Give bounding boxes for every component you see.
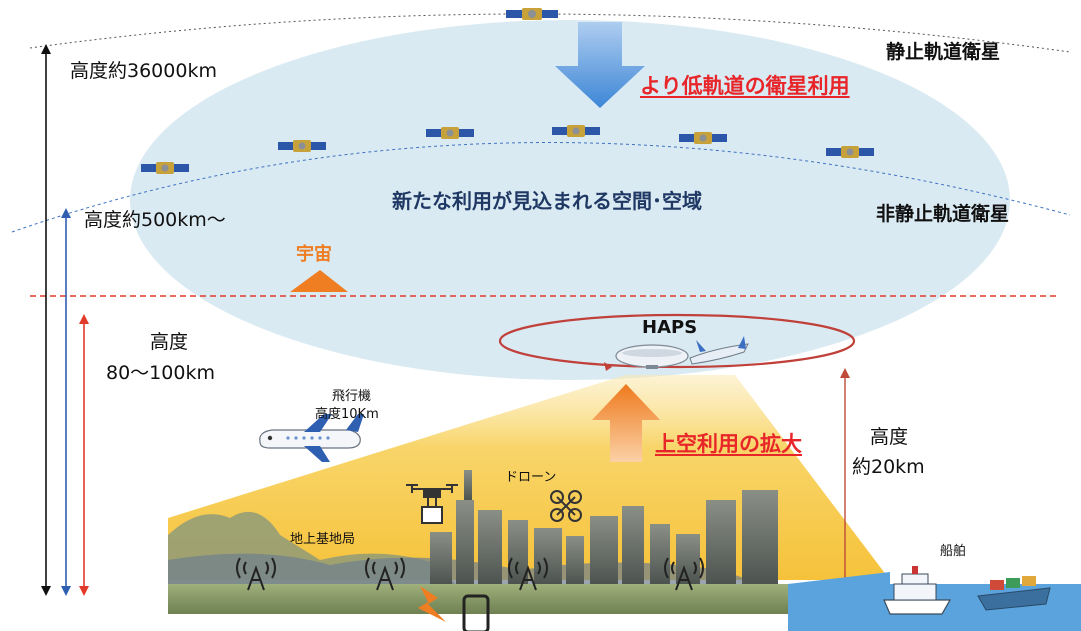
altitude-80-line1: 高度 <box>150 331 189 353</box>
smartphone-icon <box>462 594 490 631</box>
ship-label: 船舶 <box>940 544 967 559</box>
altitude-20-line1: 高度 <box>870 426 909 448</box>
leo-satellite-icon <box>278 140 326 152</box>
sea-edge <box>788 572 890 584</box>
geo-satellite-icon <box>506 8 558 20</box>
base-station-icon <box>236 557 276 591</box>
geo-satellite-label: 静止軌道衛星 <box>886 41 1001 63</box>
space-marker-triangle <box>290 270 348 292</box>
airspace-ellipse <box>130 20 1010 380</box>
new-space-label: 新たな利用が見込まれる空間･空域 <box>392 189 702 213</box>
blue-down-arrow <box>555 22 645 108</box>
non-geo-satellite-label: 非静止軌道衛星 <box>876 203 1010 225</box>
orange-up-arrow <box>592 384 660 462</box>
haps-airship-icon <box>615 344 689 369</box>
base-station-icon <box>664 557 704 591</box>
quad-drone-icon <box>550 490 582 522</box>
ferry-ship-icon <box>883 566 952 615</box>
haps-orbit-ellipse <box>498 313 856 369</box>
drone-label: ドローン <box>505 470 557 485</box>
haps-orbit-arrowhead <box>604 362 612 371</box>
ground-station-label: 地上基地局 <box>290 532 356 547</box>
altitude-80-line2: 80～100km <box>106 362 215 384</box>
delivery-drone-icon <box>406 484 458 524</box>
airplane-icon <box>259 414 364 462</box>
lightning-icon <box>418 586 446 622</box>
space-label: 宇宙 <box>296 244 332 265</box>
altitude-500-label: 高度約500km～ <box>84 209 226 231</box>
leo-satellite-icon <box>679 132 727 144</box>
airplane-label-line1: 飛行機 <box>332 389 372 404</box>
sky-expansion-label: 上空利用の拡大 <box>655 432 802 456</box>
leo-satellite-icon <box>552 125 600 137</box>
airplane-label-line2: 高度10Km <box>315 407 379 422</box>
base-station-icon <box>365 557 405 591</box>
leo-satellite-icon <box>426 127 474 139</box>
altitude-36000-label: 高度約36000km <box>70 60 217 82</box>
haps-aircraft-icon <box>689 336 749 365</box>
altitude-arrow-500 <box>61 208 71 596</box>
lower-orbit-label: より低軌道の衛星利用 <box>640 74 850 98</box>
haps-label: HAPS <box>642 317 698 338</box>
altitude-arrow-80 <box>79 314 89 596</box>
altitude-20-line2: 約20km <box>852 456 925 478</box>
leo-satellite-icon <box>826 146 874 158</box>
cargo-ship-icon <box>977 576 1051 611</box>
city-skyline <box>430 470 778 584</box>
altitude-arrow-36000 <box>41 44 51 596</box>
ground-strip <box>168 584 788 614</box>
leo-satellite-icon <box>141 162 189 174</box>
leo-orbit-line <box>11 142 1071 233</box>
base-station-icon <box>508 557 548 591</box>
